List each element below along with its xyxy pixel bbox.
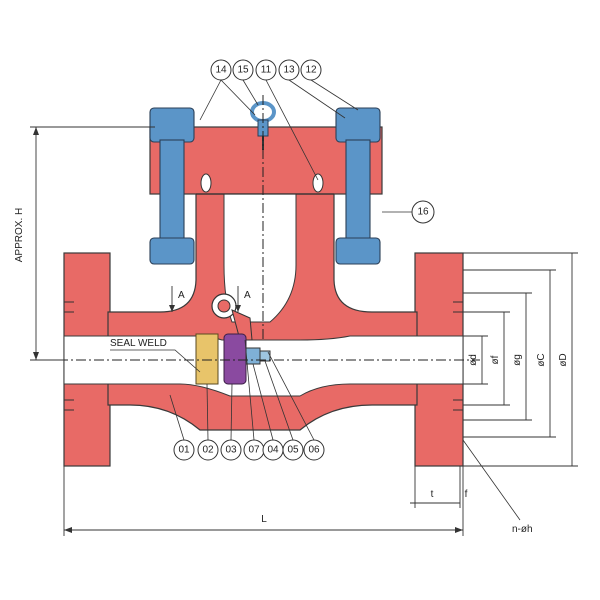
svg-text:13: 13 [283,65,295,76]
callout-13: 13 [278,59,300,81]
diameter-dimensions [463,252,578,467]
callout-04: 04 [262,439,284,461]
approx-h-label: APPROX. H [14,208,25,262]
callout-15: 15 [232,59,254,81]
section-a-right: A [244,290,251,301]
nut-bottom-right [335,237,381,265]
callout-07: 07 [243,439,265,461]
bonnet-cavity [223,193,297,323]
diameter-d-small: ød [468,354,479,366]
dimension-h [30,126,155,361]
bonnet-bolts [149,107,381,265]
svg-text:03: 03 [225,445,237,456]
nut-top-left [149,107,195,143]
stud-left [159,139,185,241]
callout-02: 02 [197,439,219,461]
callout-11: 11 [255,59,277,81]
gasket-left [200,173,212,193]
svg-text:12: 12 [305,65,317,76]
seat-ring [195,333,219,385]
svg-text:04: 04 [267,445,279,456]
disc [223,333,247,385]
bottom-callout-leaders [169,339,315,441]
dimension-t [410,466,461,508]
callout-06: 06 [303,439,325,461]
disc-assembly [223,309,271,385]
svg-text:02: 02 [202,445,214,456]
callout-14: 14 [210,59,232,81]
seal-weld-leader [110,349,201,373]
diameter-g: øg [512,354,523,366]
raised-face-label: f [465,489,468,500]
callout-05: 05 [282,439,304,461]
svg-text:11: 11 [261,65,272,76]
flange-hole-marks [64,301,463,411]
svg-text:16: 16 [417,207,429,218]
svg-text:07: 07 [248,445,260,456]
diameter-f: øf [490,355,501,364]
section-a-left: A [178,290,185,301]
disc-nut [245,347,261,365]
bolt-holes-label: n-øh [512,524,533,535]
svg-text:14: 14 [215,65,227,76]
callout-01: 01 [173,439,195,461]
nut-bottom-left [149,237,195,265]
diameter-c: øC [536,353,547,366]
seal-weld-label: SEAL WELD [110,338,167,349]
svg-text:15: 15 [237,65,249,76]
svg-text:01: 01 [178,445,190,456]
length-label: L [261,514,267,525]
section-a-marks [169,286,241,312]
bolt-hole-leader [462,439,521,521]
svg-text:06: 06 [308,445,320,456]
dimension-l [63,466,464,536]
top-callout-leaders [199,79,359,181]
stud-right [345,139,371,241]
hinge-pin-core [217,299,231,313]
gasket-right [312,173,324,193]
flange-thickness-label: t [431,489,434,500]
callout-12: 12 [300,59,322,81]
nut-top-right [335,107,381,143]
callout-16: 16 [411,200,435,224]
svg-text:05: 05 [287,445,299,456]
callout-03: 03 [220,439,242,461]
hinge-arm [231,309,253,341]
diameter-d-large: øD [558,353,569,366]
